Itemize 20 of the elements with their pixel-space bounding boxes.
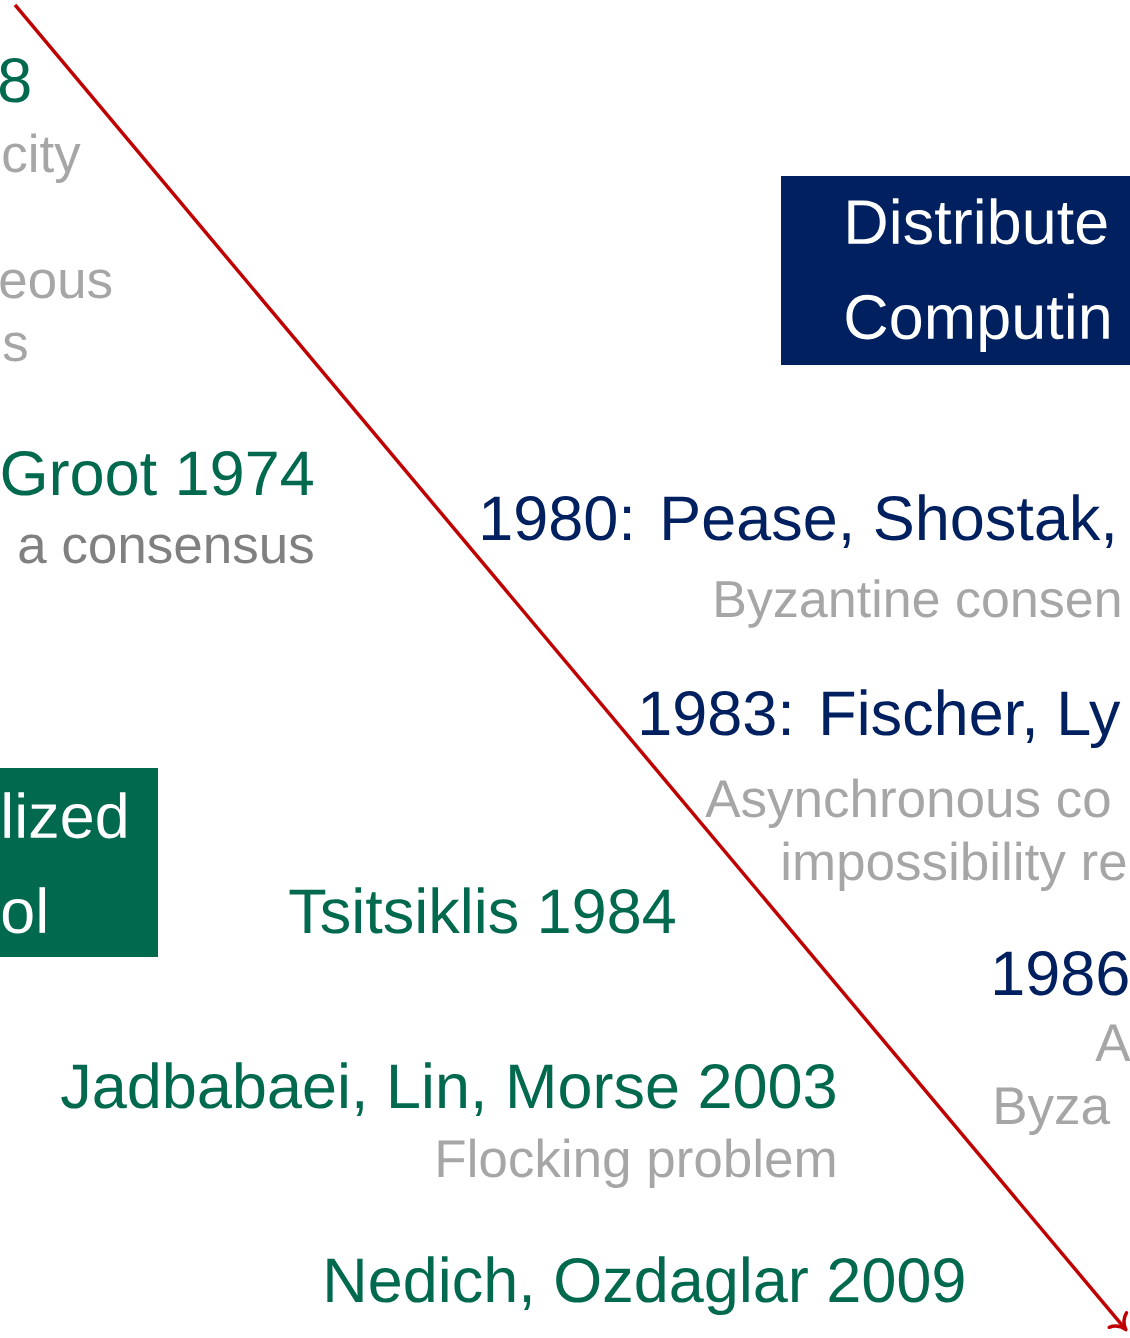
milestone-title: Nedich, Ozdaglar 2009 xyxy=(327,1256,964,1316)
milestone-title: Jadbabaei, Lin, Morse 2003 xyxy=(61,1062,835,1117)
milestone-title: 8 xyxy=(0,58,30,103)
milestone-description: s xyxy=(3,332,27,362)
milestone-description: Asynchronous co xyxy=(705,778,1110,828)
milestone-description: Byzantine consen xyxy=(716,579,1120,628)
category-box: lized ol xyxy=(0,768,158,957)
milestone-description: impossibility re xyxy=(783,841,1126,891)
milestone-description: city xyxy=(3,133,81,183)
milestone-description: a consensus xyxy=(19,534,313,564)
milestone-title: Groot 1974 xyxy=(2,451,313,496)
milestone-description: A xyxy=(1095,1024,1130,1061)
milestone-title: 1986 xyxy=(995,951,1128,996)
milestone-title: Tsitsiklis 1984 xyxy=(289,887,675,934)
milestone-description: Flocking problem xyxy=(438,1138,835,1188)
milestone-title: 1983: Fischer, Ly xyxy=(642,689,1121,749)
milestone-description: Byza xyxy=(996,1087,1111,1135)
milestone-title: 1980: Pease, Shostak, xyxy=(483,494,1113,549)
category-box: Distribute Computin xyxy=(781,176,1130,365)
milestone-description: eous xyxy=(0,269,112,299)
